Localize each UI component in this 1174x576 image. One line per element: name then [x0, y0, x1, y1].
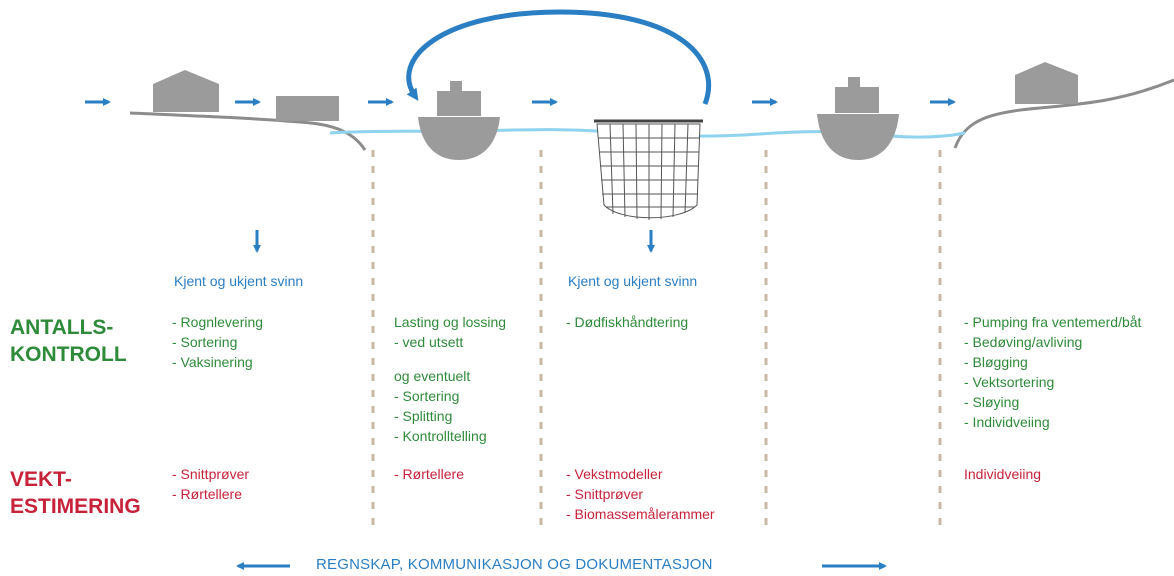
list-item: - Splitting [394, 408, 453, 424]
list-item: - Sløying [964, 394, 1020, 410]
vektestimering-heading: VEKT- ESTIMERING [10, 466, 141, 520]
list-item: - Bløgging [964, 354, 1028, 370]
list-item: - Snittprøver [172, 466, 250, 482]
loop-arrow-icon [406, 9, 712, 105]
building-icon [153, 70, 219, 112]
list-item: - Rørtellere [394, 466, 465, 482]
col3-vekt-list: - Vekstmodeller - Snittprøver - Biomasse… [566, 464, 715, 524]
col2-antall-list: Lasting og lossing - ved utsett og event… [394, 312, 506, 446]
list-item: - Rognlevering [172, 314, 264, 330]
footer-label: REGNSKAP, KOMMUNIKASJON OG DOKUMENTASJON [316, 556, 713, 573]
right-shore-line [953, 78, 1174, 149]
list-item: - ved utsett [394, 334, 464, 350]
list-item: - Rørtellere [172, 486, 243, 502]
col4-vekt-list: Individveiing [964, 464, 1041, 484]
boat-icon [418, 81, 500, 160]
vektestimering-line2: ESTIMERING [10, 495, 141, 518]
list-item: - Vekstmodeller [566, 466, 663, 482]
list-item: - Bedøving/avliving [964, 334, 1083, 350]
list-item: - Dødfiskhåndtering [566, 314, 689, 330]
list-spacer [394, 352, 506, 366]
list-item: Lasting og lossing [394, 314, 507, 330]
list-item: - Snittprøver [566, 486, 644, 502]
col1-antall-list: - Rognlevering - Sortering - Vaksinering [172, 312, 263, 372]
svinn-label: Kjent og ukjent svinn [174, 273, 304, 289]
list-item: Individveiing [964, 466, 1042, 482]
antallskontroll-heading: ANTALLS- KONTROLL [10, 314, 127, 368]
list-item: - Sortering [394, 388, 460, 404]
list-item: - Vektsortering [964, 374, 1055, 390]
list-item: - Vaksinering [172, 354, 253, 370]
list-item: - Biomassemålerammer [566, 506, 715, 522]
col1-vekt-list: - Snittprøver - Rørtellere [172, 464, 249, 504]
list-item: og eventuelt [394, 368, 471, 384]
list-item: - Pumping fra ventemerd/båt [964, 314, 1142, 330]
list-item: - Kontrolltelling [394, 428, 487, 444]
antallskontroll-line2: KONTROLL [10, 343, 127, 366]
list-item: - Sortering [172, 334, 238, 350]
list-item: - Individveiing [964, 414, 1050, 430]
col3-antall-list: - Dødfiskhåndtering [566, 312, 688, 332]
antallskontroll-line1: ANTALLS- [10, 316, 114, 339]
net-pen-icon [594, 119, 703, 220]
svinn-label: Kjent og ukjent svinn [568, 273, 698, 289]
boat-icon [817, 77, 899, 160]
building-icon [1015, 62, 1078, 104]
vektestimering-line1: VEKT- [10, 468, 72, 491]
storage-building-icon [276, 96, 339, 121]
col2-vekt-list: - Rørtellere [394, 464, 464, 484]
col4-antall-list: - Pumping fra ventemerd/båt - Bedøving/a… [964, 312, 1141, 432]
